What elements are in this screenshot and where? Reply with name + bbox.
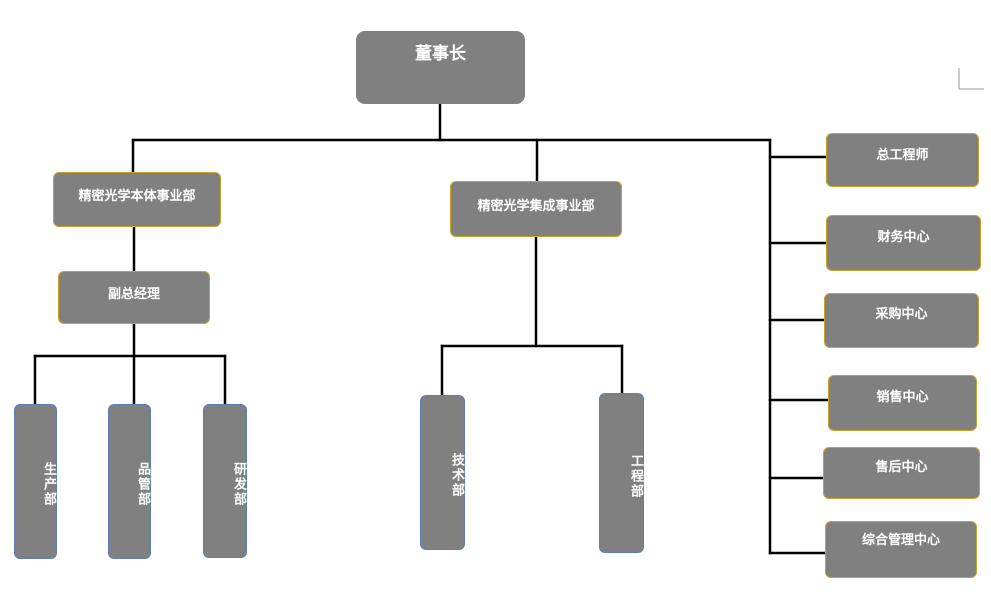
deputy-gm-label: 副总经理	[107, 287, 160, 302]
after-sales-label: 售后中心	[875, 459, 928, 475]
rnd-box: 研发部	[203, 404, 247, 558]
sales-box: 销售中心	[828, 375, 977, 431]
production-box: 生产部	[14, 404, 57, 559]
page-corner-mark	[958, 68, 984, 90]
technology-box: 技术部	[420, 395, 465, 550]
general-mgmt-label: 综合管理中心	[861, 533, 940, 548]
finance-label: 财务中心	[877, 229, 930, 245]
chief-engineer-box: 总工程师	[826, 133, 979, 187]
div2-label: 精密光学集成事业部	[477, 198, 595, 214]
div1-box: 精密光学本体事业部	[53, 172, 221, 227]
procurement-box: 采购中心	[824, 293, 979, 348]
div1-label: 精密光学本体事业部	[78, 189, 196, 204]
rnd-label: 研发部	[231, 461, 246, 507]
quality-box: 品管部	[108, 404, 151, 559]
procurement-label: 采购中心	[875, 307, 928, 322]
chief-engineer-label: 总工程师	[876, 147, 929, 163]
sales-label: 销售中心	[876, 389, 929, 405]
engineering-label: 工程部	[628, 453, 643, 499]
div2-box: 精密光学集成事业部	[450, 181, 622, 237]
finance-box: 财务中心	[826, 215, 981, 271]
engineering-box: 工程部	[599, 393, 644, 553]
production-label: 生产部	[41, 462, 56, 507]
deputy-gm-box: 副总经理	[58, 271, 210, 324]
technology-label: 技术部	[449, 453, 464, 498]
chairman-box: 董事长	[356, 31, 525, 104]
chairman-label: 董事长	[415, 44, 466, 64]
after-sales-box: 售后中心	[823, 447, 980, 499]
quality-label: 品管部	[135, 462, 150, 507]
general-mgmt-box: 综合管理中心	[825, 521, 977, 578]
